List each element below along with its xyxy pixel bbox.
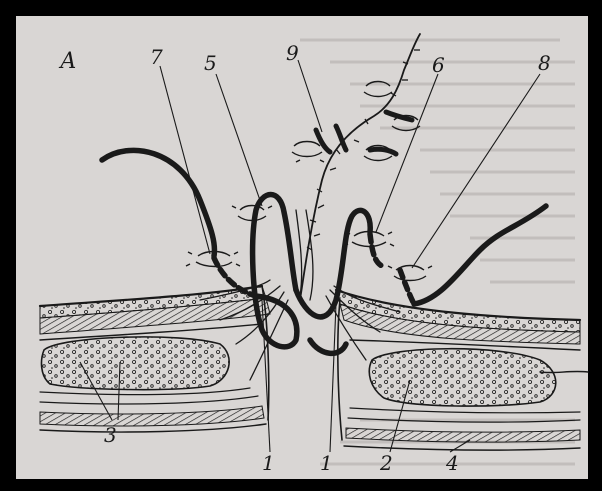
panel-letter: А — [58, 49, 77, 74]
right-cell-mass — [369, 349, 555, 406]
label-1-right: 1 — [320, 451, 333, 475]
label-5: 5 — [204, 51, 217, 75]
label-6: 6 — [432, 53, 445, 77]
label-4: 4 — [445, 451, 459, 475]
label-3: 3 — [104, 423, 117, 447]
label-2: 2 — [379, 451, 393, 475]
label-7: 7 — [150, 45, 163, 69]
label-9: 9 — [286, 41, 299, 65]
left-cell-mass — [42, 337, 230, 390]
label-1-left: 1 — [262, 451, 275, 475]
label-8: 8 — [538, 51, 551, 75]
